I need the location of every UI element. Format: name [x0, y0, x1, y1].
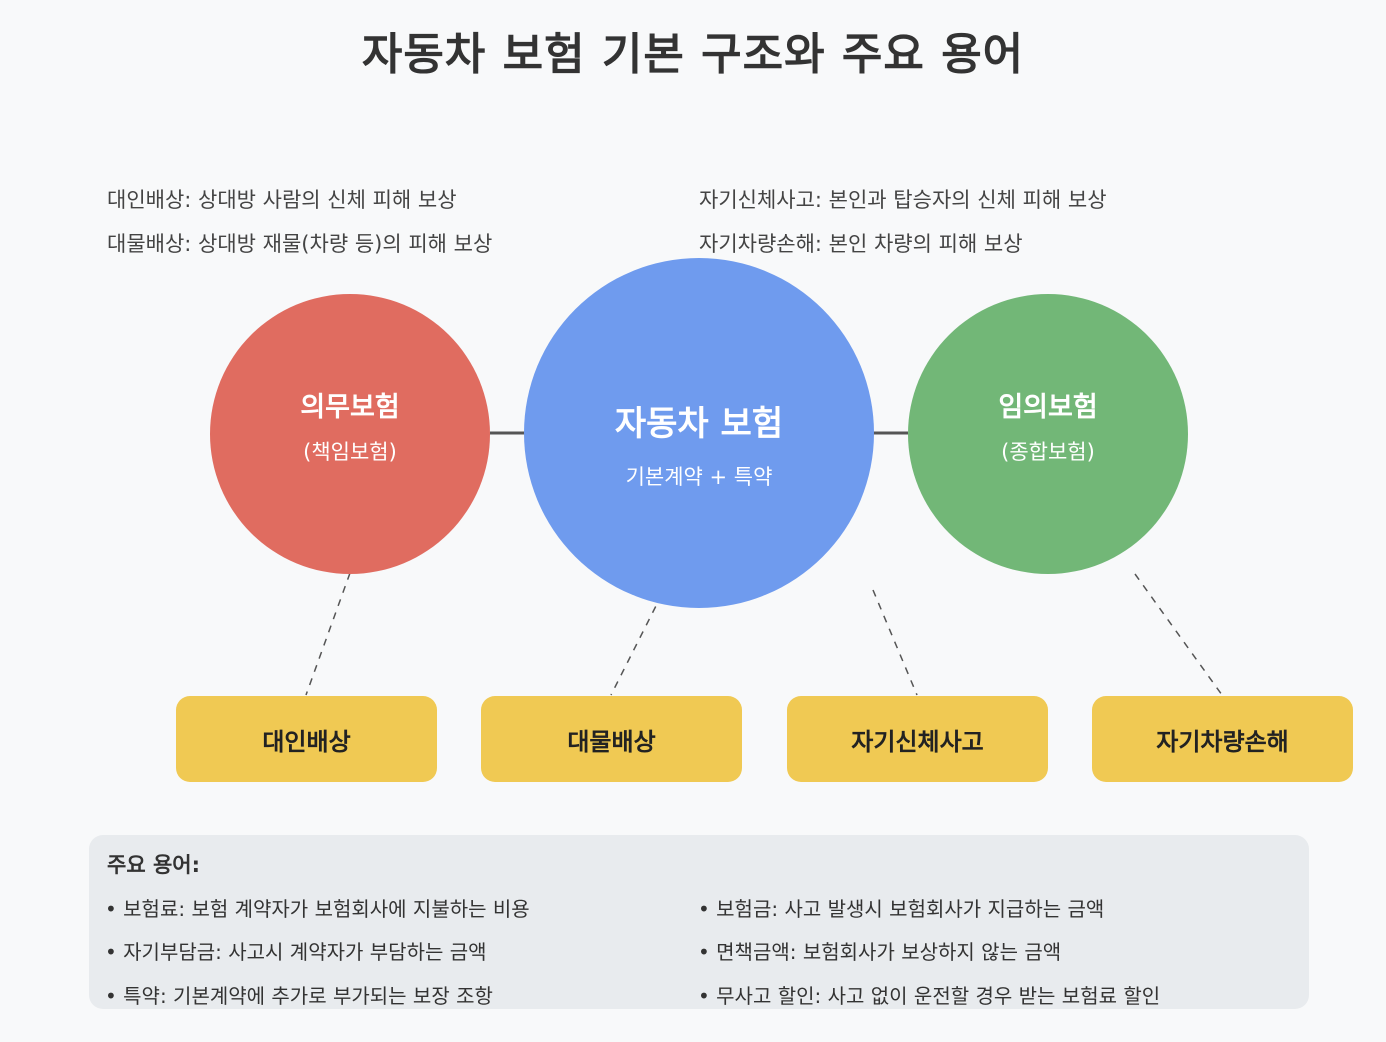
description-property-damage: 대물배상: 상대방 재물(차량 등)의 피해 보상	[107, 232, 493, 256]
box-personal-injury: 자기신체사고	[787, 696, 1048, 782]
term-no-accident-discount: • 무사고 할인: 사고 없이 운전할 경우 받는 보험료 할인	[698, 984, 1161, 1008]
mandatory-insurance-label: 의무보험 (책임보험)	[250, 385, 450, 466]
auto-insurance-subtitle: 기본계약 + 특약	[625, 465, 773, 489]
optional-insurance-subtitle: (종합보험)	[1001, 440, 1095, 464]
box-property-damage: 대물배상	[481, 696, 742, 782]
optional-insurance-label: 임의보험 (종합보험)	[948, 385, 1148, 466]
terms-panel: 주요 용어: • 보험료: 보험 계약자가 보험회사에 지불하는 비용 • 자기…	[89, 835, 1309, 1009]
dashed-link-bodily-injury	[305, 572, 351, 696]
dashed-link-own-vehicle-damage	[1134, 573, 1223, 696]
term-deductible: • 자기부담금: 사고시 계약자가 부담하는 금액	[105, 940, 487, 964]
page-title: 자동차 보험 기본 구조와 주요 용어	[361, 29, 1025, 80]
term-insurance-payout: • 보험금: 사고 발생시 보험회사가 지급하는 금액	[698, 897, 1105, 921]
auto-insurance-title: 자동차 보험	[614, 404, 784, 444]
term-rider: • 특약: 기본계약에 추가로 부가되는 보장 조항	[105, 984, 493, 1008]
circle-optional-insurance	[908, 294, 1188, 574]
optional-insurance-title: 임의보험	[998, 392, 1098, 423]
circle-auto-insurance	[524, 258, 874, 608]
dashed-link-personal-injury	[872, 589, 918, 696]
mandatory-insurance-title: 의무보험	[300, 392, 400, 423]
box-bodily-injury: 대인배상	[176, 696, 437, 782]
terms-heading: 주요 용어:	[107, 853, 200, 877]
mandatory-insurance-subtitle: (책임보험)	[303, 440, 397, 464]
dashed-link-property-damage	[610, 593, 663, 696]
description-personal-injury: 자기신체사고: 본인과 탑승자의 신체 피해 보상	[699, 188, 1107, 212]
term-exemption-amount: • 면책금액: 보험회사가 보상하지 않는 금액	[698, 940, 1062, 964]
description-bodily-injury: 대인배상: 상대방 사람의 신체 피해 보상	[107, 188, 457, 212]
auto-insurance-label: 자동차 보험 기본계약 + 특약	[559, 396, 839, 491]
term-premium: • 보험료: 보험 계약자가 보험회사에 지불하는 비용	[105, 897, 530, 921]
description-own-vehicle-damage: 자기차량손해: 본인 차량의 피해 보상	[699, 232, 1023, 256]
box-own-vehicle-damage: 자기차량손해	[1092, 696, 1353, 782]
circle-mandatory-insurance	[210, 294, 490, 574]
